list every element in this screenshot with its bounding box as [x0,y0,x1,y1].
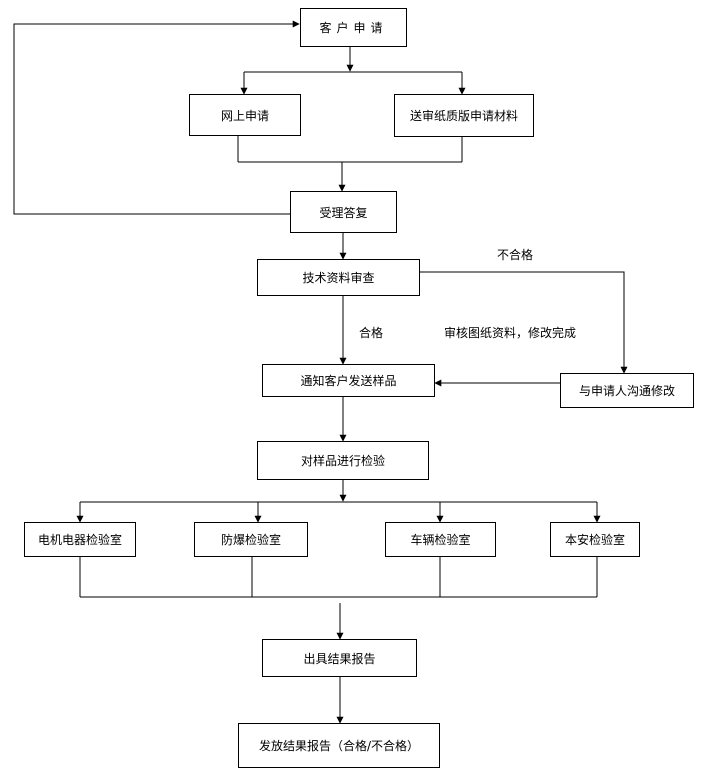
node-communicate-modify: 与申请人沟通修改 [560,373,694,408]
node-notify-send-sample-label: 通知客户发送样品 [300,374,397,388]
node-lab-vehicle-label: 车辆检验室 [410,533,471,547]
connector-fail [420,271,628,374]
node-release-report-label: 发放结果报告（合格/不合格） [258,739,420,753]
node-lab-motor: 电机电器检验室 [24,522,136,557]
node-release-report: 发放结果报告（合格/不合格） [238,723,440,768]
node-tech-review: 技术资料审查 [257,259,420,296]
node-accept-reply-label: 受理答复 [319,205,368,220]
edge-label-fail: 不合格 [497,248,534,262]
node-notify-send-sample: 通知客户发送样品 [262,364,435,397]
node-lab-explosion-label: 防爆检验室 [220,533,281,547]
node-issue-report-label: 出具结果报告 [303,651,376,666]
connector-loop-back [13,20,300,215]
node-communicate-modify-label: 与申请人沟通修改 [578,384,675,398]
node-online-apply: 网上申请 [189,94,301,136]
node-customer-apply-label: 客户申请 [319,21,388,35]
node-tech-review-label: 技术资料审查 [302,271,375,285]
node-lab-explosion: 防爆检验室 [194,522,308,557]
node-accept-reply: 受理答复 [290,191,397,233]
node-lab-intrinsic-label: 本安检验室 [564,533,625,547]
node-lab-intrinsic: 本安检验室 [550,522,640,557]
node-customer-apply: 客户申请 [300,8,407,47]
node-paper-apply-label: 送审纸质版申请材料 [409,109,518,123]
node-online-apply-label: 网上申请 [220,108,269,123]
node-lab-motor-label: 电机电器检验室 [37,533,122,547]
node-issue-report: 出具结果报告 [262,639,417,677]
node-paper-apply: 送审纸质版申请材料 [394,94,534,137]
node-inspect-sample-label: 对样品进行检验 [300,454,385,468]
node-lab-vehicle: 车辆检验室 [385,522,496,557]
edge-label-pass: 合格 [359,326,384,340]
node-inspect-sample: 对样品进行检验 [257,441,429,480]
edge-label-revise-done: 审核图纸资料，修改完成 [444,326,577,340]
